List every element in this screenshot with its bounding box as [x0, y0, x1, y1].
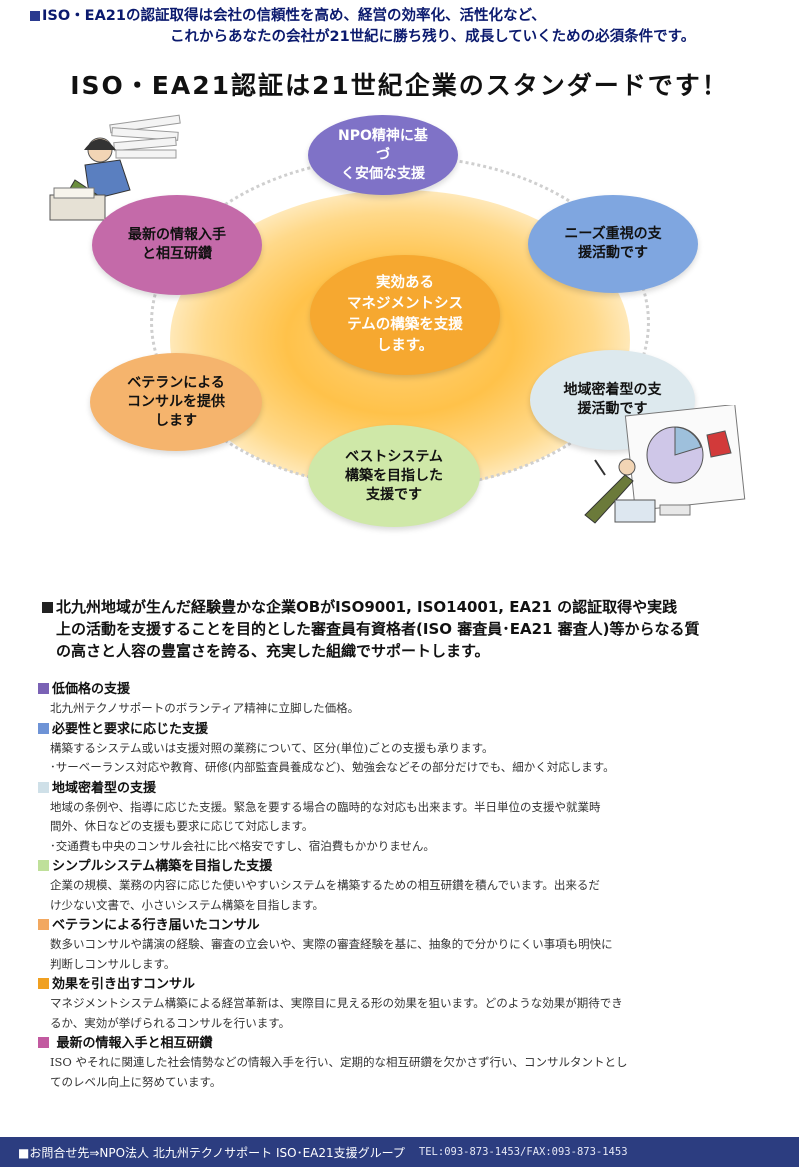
intro-line-1: 北九州地域が生んだ経験豊かな企業OBがISO9001, ISO14001, EA… — [56, 598, 678, 616]
node-best-system-text: ベストシステム 構築を目指した 支援です — [345, 448, 443, 503]
feature-section-line: てのレベル向上に努めています。 — [50, 1074, 222, 1089]
feature-section: 低価格の支援北九州テクノサポートのボランティア精神に立脚した価格。 — [38, 680, 768, 719]
node-npo-support-text: NPO精神に基づ く安価な支援 — [338, 127, 428, 182]
feature-section-title: シンプルシステム構築を目指した支援 — [38, 857, 768, 876]
header-line-2: これからあなたの会社が21世紀に勝ち残り、成長していくための必須条件です。 — [170, 29, 696, 45]
feature-section: 最新の情報入手と相互研鑽 ISO やそれに関連した社会情勢などの情報入手を行い、定… — [38, 1034, 768, 1092]
feature-section-title: 低価格の支援 — [38, 680, 768, 699]
section-marker-icon — [38, 919, 49, 930]
feature-section-line: るか、実効が挙げられるコンサルを行います。 — [50, 1015, 291, 1030]
node-latest-info-text: 最新の情報入手 と相互研鑽 — [128, 227, 226, 262]
footer-contact-bar: ■お問合せ先⇒NPO法人 北九州テクノサポート ISO･EA21支援グループ T… — [0, 1137, 799, 1167]
feature-section-title-text: シンプルシステム構築を目指した支援 — [52, 859, 273, 874]
node-center-text: 実効ある マネジメントシス テムの構築を支援 します。 — [347, 275, 463, 354]
feature-section-title: 効果を引き出すコンサル — [38, 975, 768, 994]
node-latest-info: 最新の情報入手 と相互研鑽 — [92, 195, 262, 295]
node-veteran-consulting: ベテランによる コンサルを提供 します — [90, 353, 262, 451]
feature-section: 効果を引き出すコンサルマネジメントシステム構築による経営革新は、実際目に見える形… — [38, 975, 768, 1033]
feature-section-line: ･交通費も中央のコンサル会社に比べ格安ですし、宿泊費もかかりません。 — [50, 838, 435, 853]
node-best-system: ベストシステム 構築を目指した 支援です — [308, 425, 480, 527]
feature-section-line: ISO やそれに関連した社会情勢などの情報入手を行い、定期的な相互研鑽を欠かさず… — [50, 1055, 628, 1069]
headline: ISO・EA21認証は21世紀企業のスタンダードです！ — [70, 71, 729, 100]
feature-section-title-text: 効果を引き出すコンサル — [52, 977, 196, 992]
feature-section-title: 最新の情報入手と相互研鑽 — [38, 1034, 768, 1053]
feature-section-line: 判断しコンサルします。 — [50, 956, 176, 971]
node-needs-support: ニーズ重視の支 援活動です — [528, 195, 698, 293]
feature-sections: 低価格の支援北九州テクノサポートのボランティア精神に立脚した価格。必要性と要求に… — [38, 680, 768, 1093]
footer-contact: ■お問合せ先⇒NPO法人 北九州テクノサポート ISO･EA21支援グループ — [18, 1145, 405, 1160]
header-line-1: ISO・EA21の認証取得は会社の信頼性を高め、経営の効率化、活性化など、 — [30, 6, 780, 27]
feature-section-title: ベテランによる行き届いたコンサル — [38, 916, 768, 935]
intro-paragraph: 北九州地域が生んだ経験豊かな企業OBがISO9001, ISO14001, EA… — [42, 596, 762, 662]
intro-line-2: 上の活動を支援することを目的とした審査員有資格者(ISO 審査員･EA21 審査… — [56, 620, 700, 638]
feature-section-title-text: ベテランによる行き届いたコンサル — [52, 918, 260, 933]
section-marker-icon — [38, 1037, 49, 1048]
feature-section-line: 間外、休日などの支援も要求に応じて対応します。 — [50, 819, 314, 833]
node-center-management-system: 実効ある マネジメントシス テムの構築を支援 します。 — [310, 255, 500, 375]
feature-section-line: け少ない文書で、小さいシステム構築を目指します。 — [50, 897, 325, 912]
node-regional-support-text: 地域密着型の支 援活動です — [563, 382, 662, 417]
feature-section-title-text: 最新の情報入手と相互研鑽 — [52, 1036, 213, 1051]
header: ISO・EA21の認証取得は会社の信頼性を高め、経営の効率化、活性化など、 これ… — [30, 6, 780, 48]
bullet-square-icon — [42, 602, 53, 613]
feature-section-line: 北九州テクノサポートのボランティア精神に立脚した価格。 — [50, 701, 360, 715]
section-marker-icon — [38, 781, 49, 793]
feature-section: ベテランによる行き届いたコンサル数多いコンサルや講演の経験、審査の立会いや、実際… — [38, 916, 768, 974]
node-needs-support-text: ニーズ重視の支 援活動です — [564, 226, 662, 261]
feature-section: 必要性と要求に応じた支援構築するシステム或いは支援対照の業務について、区分(単位… — [38, 720, 768, 778]
support-diagram: NPO精神に基づ く安価な支援 ニーズ重視の支 援活動です 最新の情報入手 と相… — [0, 100, 799, 560]
feature-section-line: 構築するシステム或いは支援対照の業務について、区分(単位)ごとの支援も承ります。 — [50, 740, 494, 755]
feature-section-title-text: 必要性と要求に応じた支援 — [52, 721, 209, 737]
feature-section: シンプルシステム構築を目指した支援企業の規模、業務の内容に応じた使いやすいシステ… — [38, 857, 768, 915]
node-veteran-consulting-text: ベテランによる コンサルを提供 します — [127, 374, 225, 429]
footer-tel-fax: TEL:093-873-1453/FAX:093-873-1453 — [418, 1146, 628, 1158]
intro-line-3: の高さと人容の豊富さを誇る、充実した組織でサポートします。 — [56, 642, 490, 660]
feature-section-title: 必要性と要求に応じた支援 — [38, 720, 768, 739]
section-marker-icon — [38, 860, 49, 871]
section-marker-icon — [38, 978, 49, 989]
section-marker-icon — [38, 722, 49, 734]
node-npo-support: NPO精神に基づ く安価な支援 — [308, 115, 458, 195]
section-marker-icon — [38, 683, 49, 694]
feature-section: 地域密着型の支援地域の条例や、指導に応じた支援。緊急を要する場合の臨時的な対応も… — [38, 779, 768, 857]
feature-section-line: 企業の規模、業務の内容に応じた使いやすいシステムを構築するための相互研鑽を積んで… — [50, 878, 600, 892]
presentation-chart-illustration-icon — [584, 405, 746, 524]
feature-section-title-text: 低価格の支援 — [52, 682, 131, 697]
feature-section-line: 地域の条例や、指導に応じた支援。緊急を要する場合の臨時的な対応も出来ます。半日単… — [50, 799, 601, 814]
feature-section-title-text: 地域密着型の支援 — [52, 780, 157, 796]
feature-section-line: 数多いコンサルや講演の経験、審査の立会いや、実際の審査経験を基に、抽象的で分かり… — [50, 937, 613, 951]
feature-section-line: ･サーベーランス対応や教育、研修(内部監査員養成など)、勉強会などその部分だけで… — [50, 760, 615, 774]
office-worker-illustration-icon — [49, 114, 181, 221]
feature-section-line: マネジメントシステム構築による経営革新は、実際目に見える形の効果を狙います。どの… — [50, 996, 623, 1010]
feature-section-title: 地域密着型の支援 — [38, 779, 768, 798]
